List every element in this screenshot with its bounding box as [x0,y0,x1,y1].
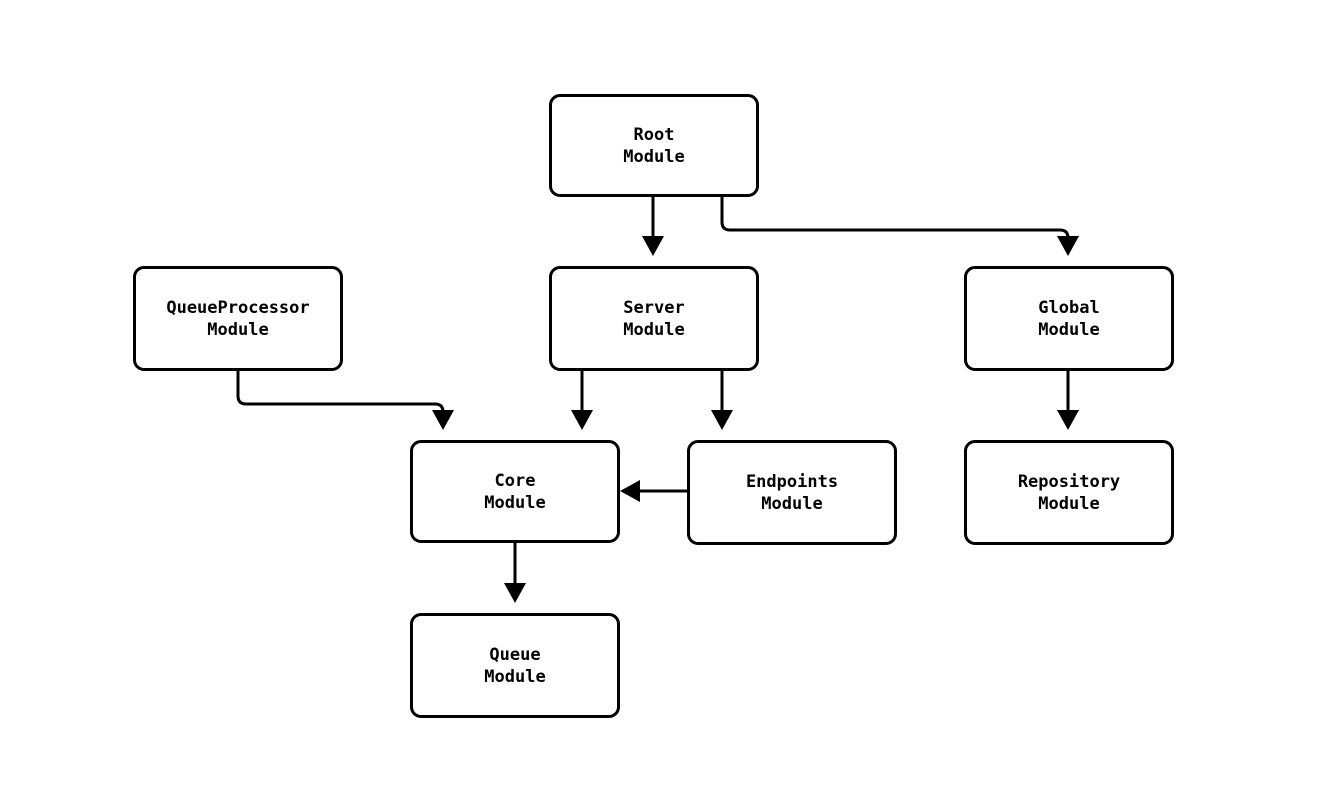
edge-global-repository [1057,371,1079,430]
node-repository-module-label: Repository Module [1017,471,1121,514]
node-global-module-label: Global Module [1038,297,1100,340]
node-endpoints-module[interactable]: Endpoints Module [687,440,897,545]
edge-core-queue [504,543,526,603]
node-queue-module[interactable]: Queue Module [410,613,620,718]
edge-server-core [571,371,593,430]
node-core-module[interactable]: Core Module [410,440,620,543]
node-queue-module-label: Queue Module [484,644,546,687]
edge-endpoints-core [620,480,687,502]
node-queueprocessor-module-label: QueueProcessor Module [166,297,310,340]
node-root-module[interactable]: Root Module [549,94,759,197]
node-server-module-label: Server Module [623,297,685,340]
edge-queueprocessor-core [236,371,454,430]
node-queueprocessor-module[interactable]: QueueProcessor Module [133,266,343,371]
node-core-module-label: Core Module [484,470,546,513]
node-endpoints-module-label: Endpoints Module [745,471,839,514]
edge-root-global [720,197,1079,256]
node-global-module[interactable]: Global Module [964,266,1174,371]
node-repository-module[interactable]: Repository Module [964,440,1174,545]
edge-root-server [642,197,664,256]
node-server-module[interactable]: Server Module [549,266,759,371]
node-root-module-label: Root Module [623,124,685,167]
edge-server-endpoints [711,371,733,430]
